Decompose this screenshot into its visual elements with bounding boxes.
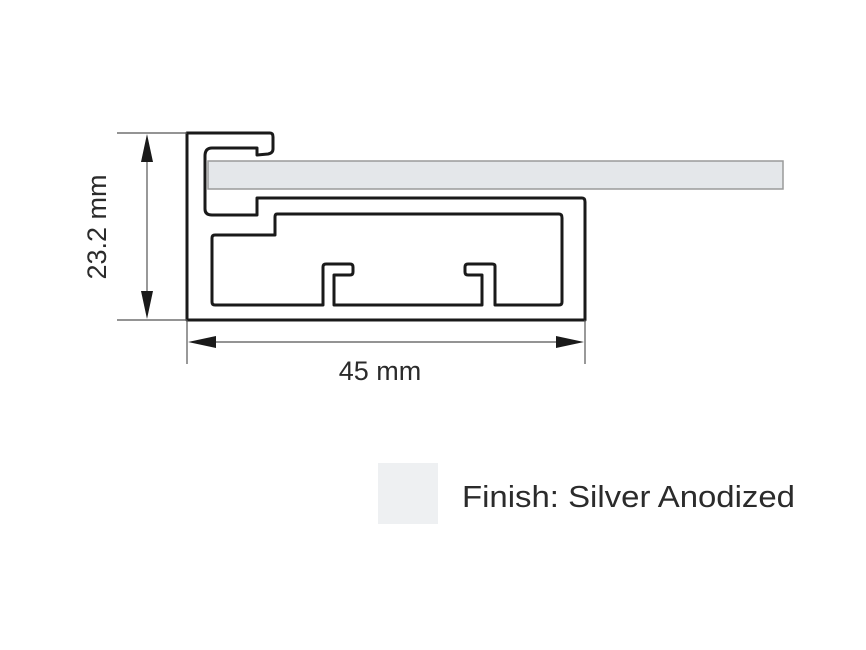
profile-outer-outline (185, 131, 587, 322)
arrow-up-icon (141, 134, 153, 162)
height-dimension (117, 132, 187, 321)
finish-swatch (378, 463, 438, 524)
arrow-down-icon (141, 291, 153, 319)
width-dimension-label: 45 mm (339, 356, 422, 386)
finish-label: Finish: Silver Anodized (462, 479, 795, 514)
arrow-left-icon (188, 336, 216, 348)
width-dimension (186, 320, 586, 364)
height-dimension-label: 23.2 mm (82, 174, 112, 279)
profile-inner-cavity (210, 212, 564, 307)
glass-panel (207, 160, 784, 190)
arrow-right-icon (556, 336, 584, 348)
